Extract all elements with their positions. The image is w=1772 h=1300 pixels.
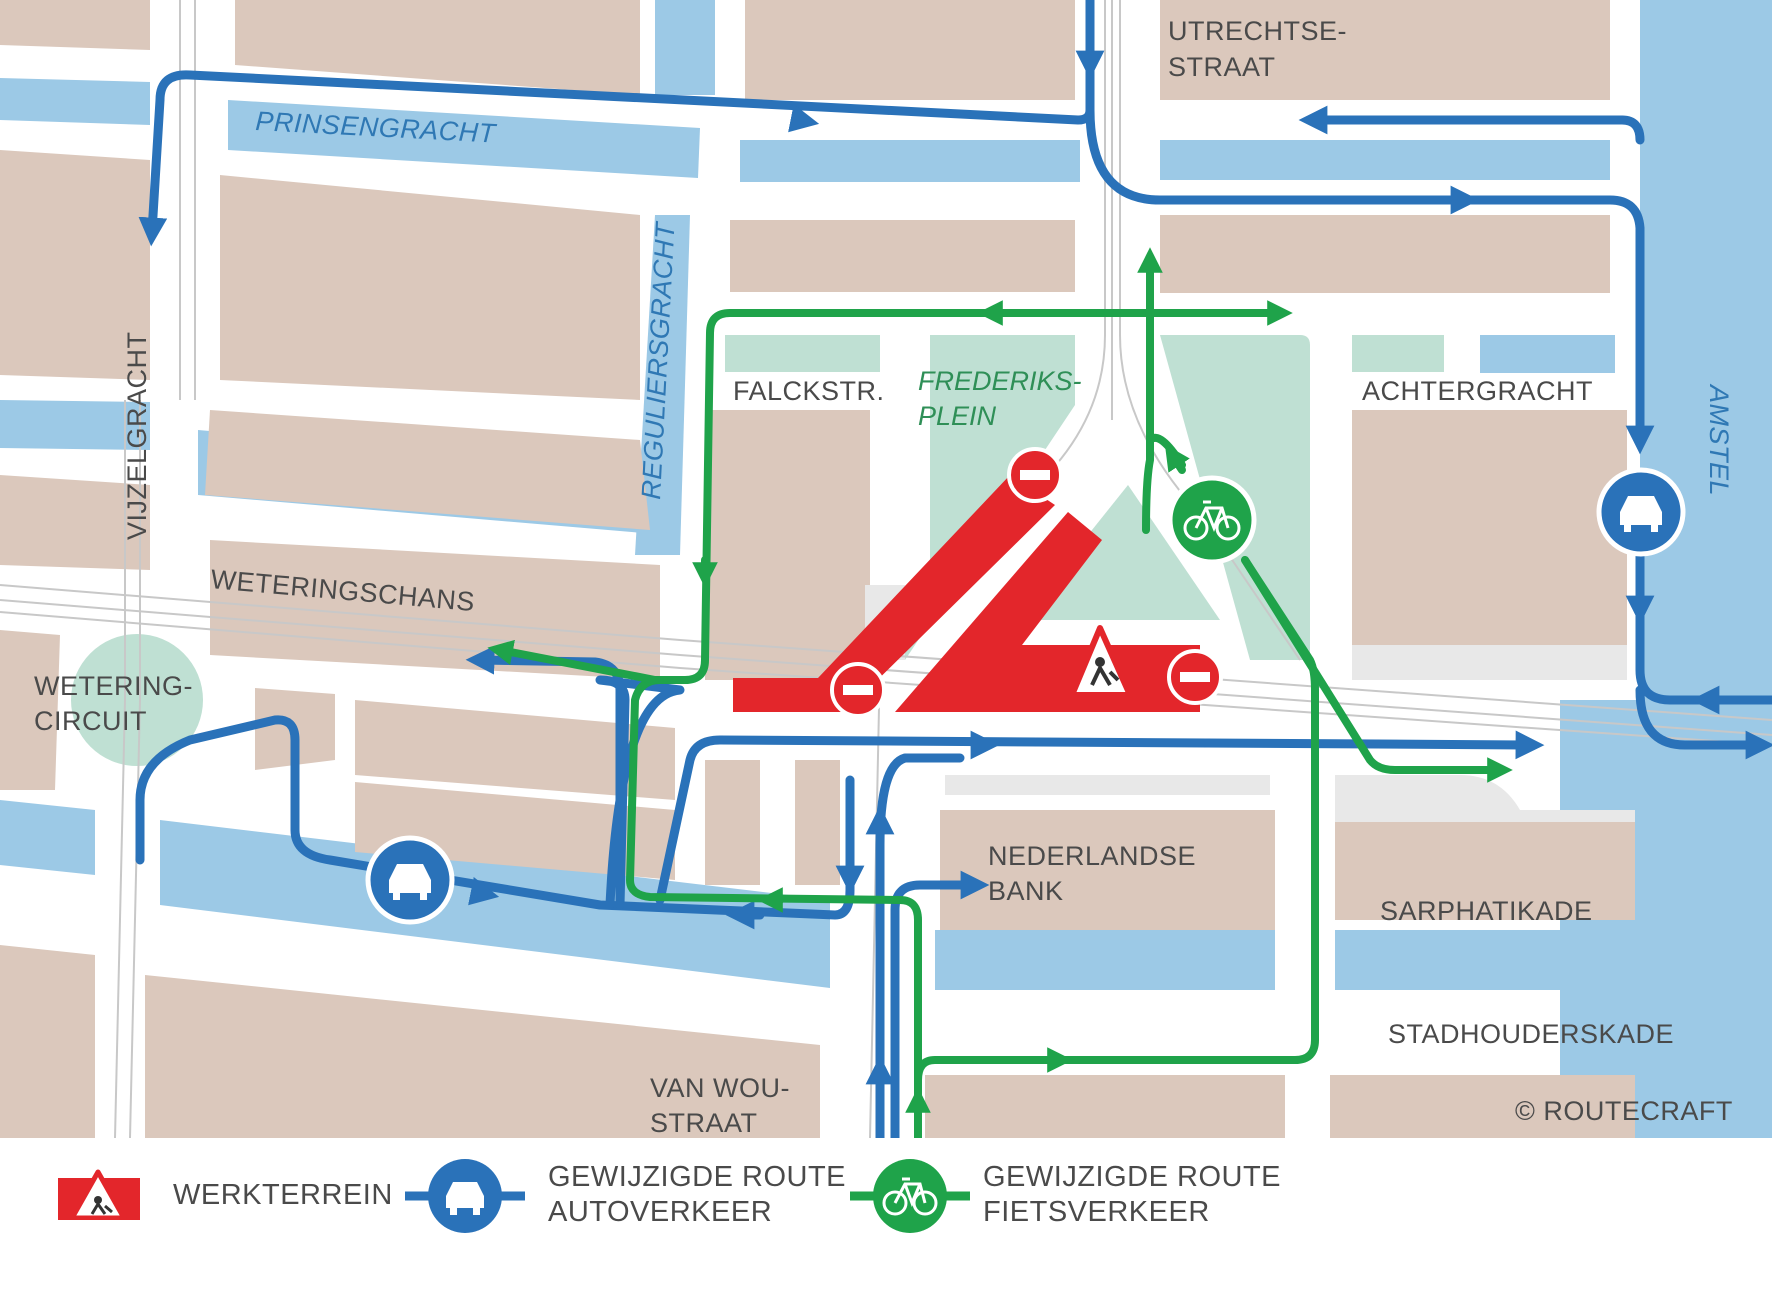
- label-nederlandse-bank-1: NEDERLANDSE: [988, 841, 1196, 871]
- car-icon: [365, 835, 455, 925]
- label-nederlandse-bank-2: BANK: [988, 876, 1064, 906]
- label-weteringcircuit-1: WETERING-: [34, 671, 193, 701]
- legend-auto-line2: AUTOVERKEER: [548, 1196, 773, 1228]
- label-sarphatikade: SARPHATIKADE: [1380, 896, 1593, 926]
- label-vijzelgracht: VIJZELGRACHT: [122, 331, 152, 540]
- roadworks-icon: [1069, 625, 1133, 698]
- buildings: [0, 0, 1635, 1138]
- legend-werkterrein-label: WERKTERREIN: [173, 1179, 393, 1211]
- label-achtergracht: ACHTERGRACHT: [1362, 376, 1593, 406]
- no-entry-icon: [1007, 447, 1063, 503]
- label-frederiksplein-2: PLEIN: [918, 401, 997, 431]
- label-weteringcircuit-2: CIRCUIT: [34, 706, 147, 736]
- label-vanwoustraat-1: VAN WOU-: [650, 1073, 790, 1103]
- route-map: UTRECHTSE- STRAAT PRINSENGRACHT REGULIER…: [0, 0, 1772, 1138]
- label-stadhouderskade: STADHOUDERSKADE: [1388, 1019, 1674, 1049]
- bicycle-icon: [850, 1159, 970, 1233]
- bicycle-icon: [1167, 475, 1257, 565]
- legend-fiets-line1: GEWIJZIGDE ROUTE: [983, 1161, 1281, 1193]
- legend-auto-line1: GEWIJZIGDE ROUTE: [548, 1161, 846, 1193]
- no-entry-icon: [830, 662, 886, 718]
- bike-routes: [487, 247, 1513, 1138]
- legend-fiets-line2: FIETSVERKEER: [983, 1196, 1210, 1228]
- car-icon: [1596, 467, 1686, 557]
- water-amstel: [1560, 0, 1772, 1138]
- roadworks-icon: [58, 1169, 140, 1220]
- label-amstel: AMSTEL: [1704, 383, 1734, 496]
- label-utrechtsestraat-1: UTRECHTSE-: [1168, 16, 1347, 46]
- label-frederiksplein-1: FREDERIKS-: [918, 366, 1082, 396]
- label-falckstr: FALCKSTR.: [733, 376, 885, 406]
- legend: WERKTERREIN GEWIJZIGDE ROUTE AUTOVERKEER…: [0, 1138, 1772, 1300]
- copyright: © ROUTECRAFT: [1515, 1096, 1733, 1126]
- closed-area: [733, 475, 1200, 712]
- car-icon: [405, 1159, 525, 1233]
- car-routes: [135, 0, 1772, 1138]
- tram-lines: [0, 0, 1772, 1138]
- label-utrechtsestraat-2: STRAAT: [1168, 52, 1276, 82]
- label-vanwoustraat-2: STRAAT: [650, 1108, 758, 1138]
- no-entry-icon: [1167, 649, 1223, 705]
